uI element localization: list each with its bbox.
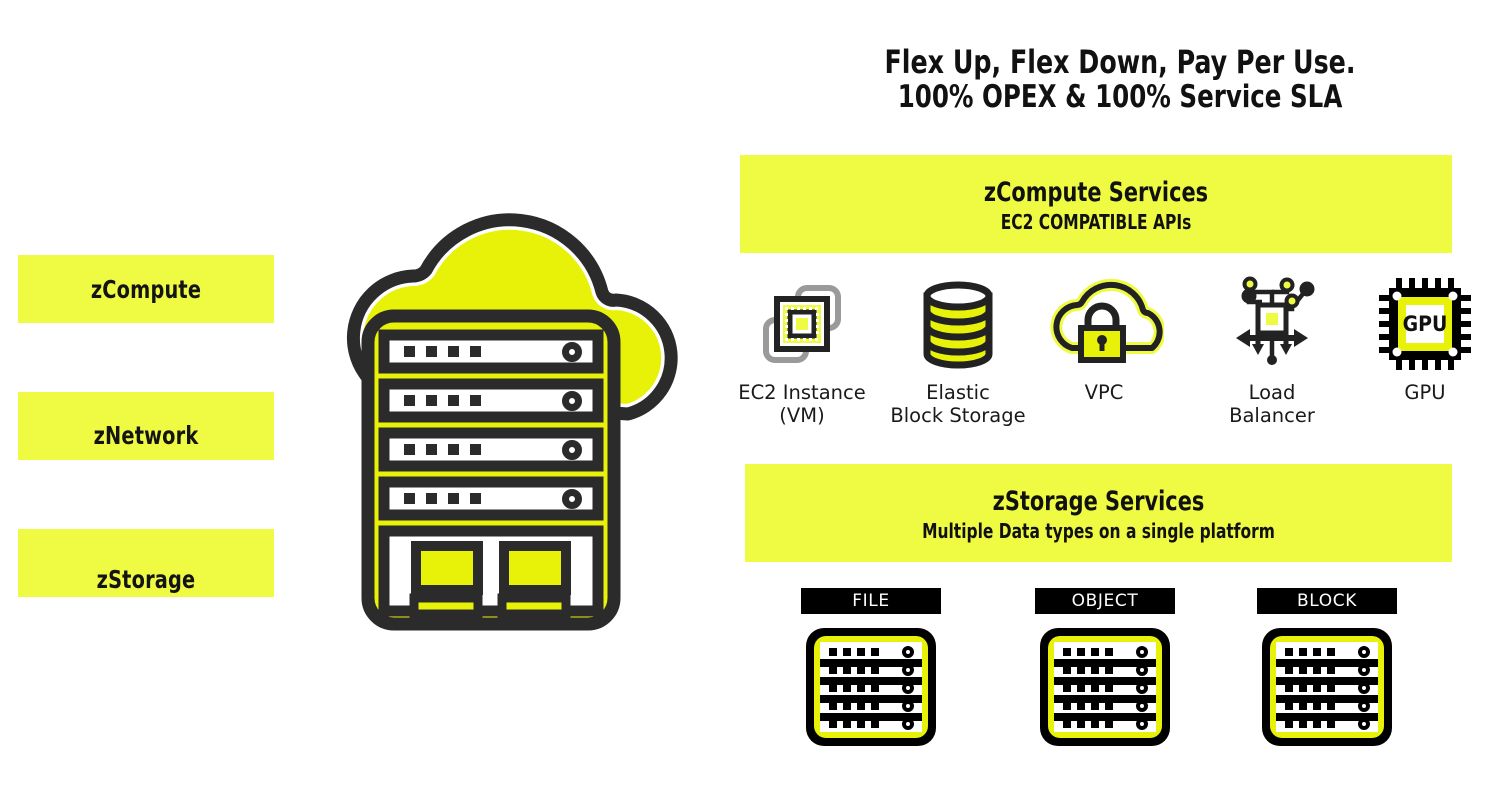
service-vpc[interactable]: VPC [1024, 272, 1184, 404]
category-label: zCompute [90, 275, 202, 304]
server-rack-icon [1035, 623, 1175, 751]
service-label: Load Balancer [1229, 381, 1315, 428]
banner-subtitle: Multiple Data types on a single platform [922, 519, 1275, 543]
zcompute-services-banner: zCompute Services EC2 COMPATIBLE APIs [740, 155, 1452, 253]
banner-title: zStorage Services [992, 486, 1205, 517]
ec2-instance-icon [722, 272, 882, 376]
gpu-chip-icon: GPU [1345, 272, 1500, 376]
page-title: Flex Up, Flex Down, Pay Per Use. 100% OP… [750, 44, 1490, 116]
banner-subtitle: EC2 COMPATIBLE APIs [1000, 210, 1192, 234]
storage-type-file[interactable]: FILE [801, 588, 941, 751]
banner-title: zCompute Services [983, 177, 1209, 208]
gpu-chip-text: GPU [1403, 312, 1448, 336]
cloud-server-illustration [296, 168, 696, 653]
headline-line-1: Flex Up, Flex Down, Pay Per Use. [884, 43, 1356, 81]
storage-type-block[interactable]: BLOCK [1257, 588, 1397, 751]
category-bar-zstorage[interactable]: zStorage [18, 529, 274, 597]
storage-type-object[interactable]: OBJECT [1035, 588, 1175, 751]
service-load-balancer[interactable]: Load Balancer [1192, 272, 1352, 428]
storage-type-label: FILE [801, 588, 941, 614]
storage-types-row: FILE [795, 588, 1415, 758]
category-rail: zCompute zNetwork zStorage [18, 255, 274, 597]
server-rack-icon [1257, 623, 1397, 751]
zstorage-services-banner: zStorage Services Multiple Data types on… [745, 464, 1452, 562]
category-bar-znetwork[interactable]: zNetwork [18, 392, 274, 460]
cloud-server-icon [343, 209, 682, 631]
service-label: EC2 Instance (VM) [738, 381, 866, 428]
service-elastic-block-storage[interactable]: Elastic Block Storage [878, 272, 1038, 428]
category-bar-zcompute[interactable]: zCompute [18, 255, 274, 323]
storage-type-label: OBJECT [1035, 588, 1175, 614]
service-gpu[interactable]: GPU GPU [1345, 272, 1500, 404]
service-label: Elastic Block Storage [890, 381, 1026, 428]
vpc-cloud-lock-icon [1024, 272, 1184, 376]
category-label: zNetwork [93, 421, 199, 450]
category-label: zStorage [96, 565, 196, 594]
server-rack-icon [801, 623, 941, 751]
storage-type-label: BLOCK [1257, 588, 1397, 614]
load-balancer-icon [1192, 272, 1352, 376]
compute-services-row: EC2 Instance (VM) Elastic Block Storage [700, 272, 1500, 432]
service-ec2-instance[interactable]: EC2 Instance (VM) [722, 272, 882, 428]
service-label: VPC [1084, 381, 1124, 404]
headline-line-2: 100% OPEX & 100% Service SLA [897, 79, 1343, 116]
service-label: GPU [1404, 381, 1446, 404]
elastic-block-storage-icon [878, 272, 1038, 376]
